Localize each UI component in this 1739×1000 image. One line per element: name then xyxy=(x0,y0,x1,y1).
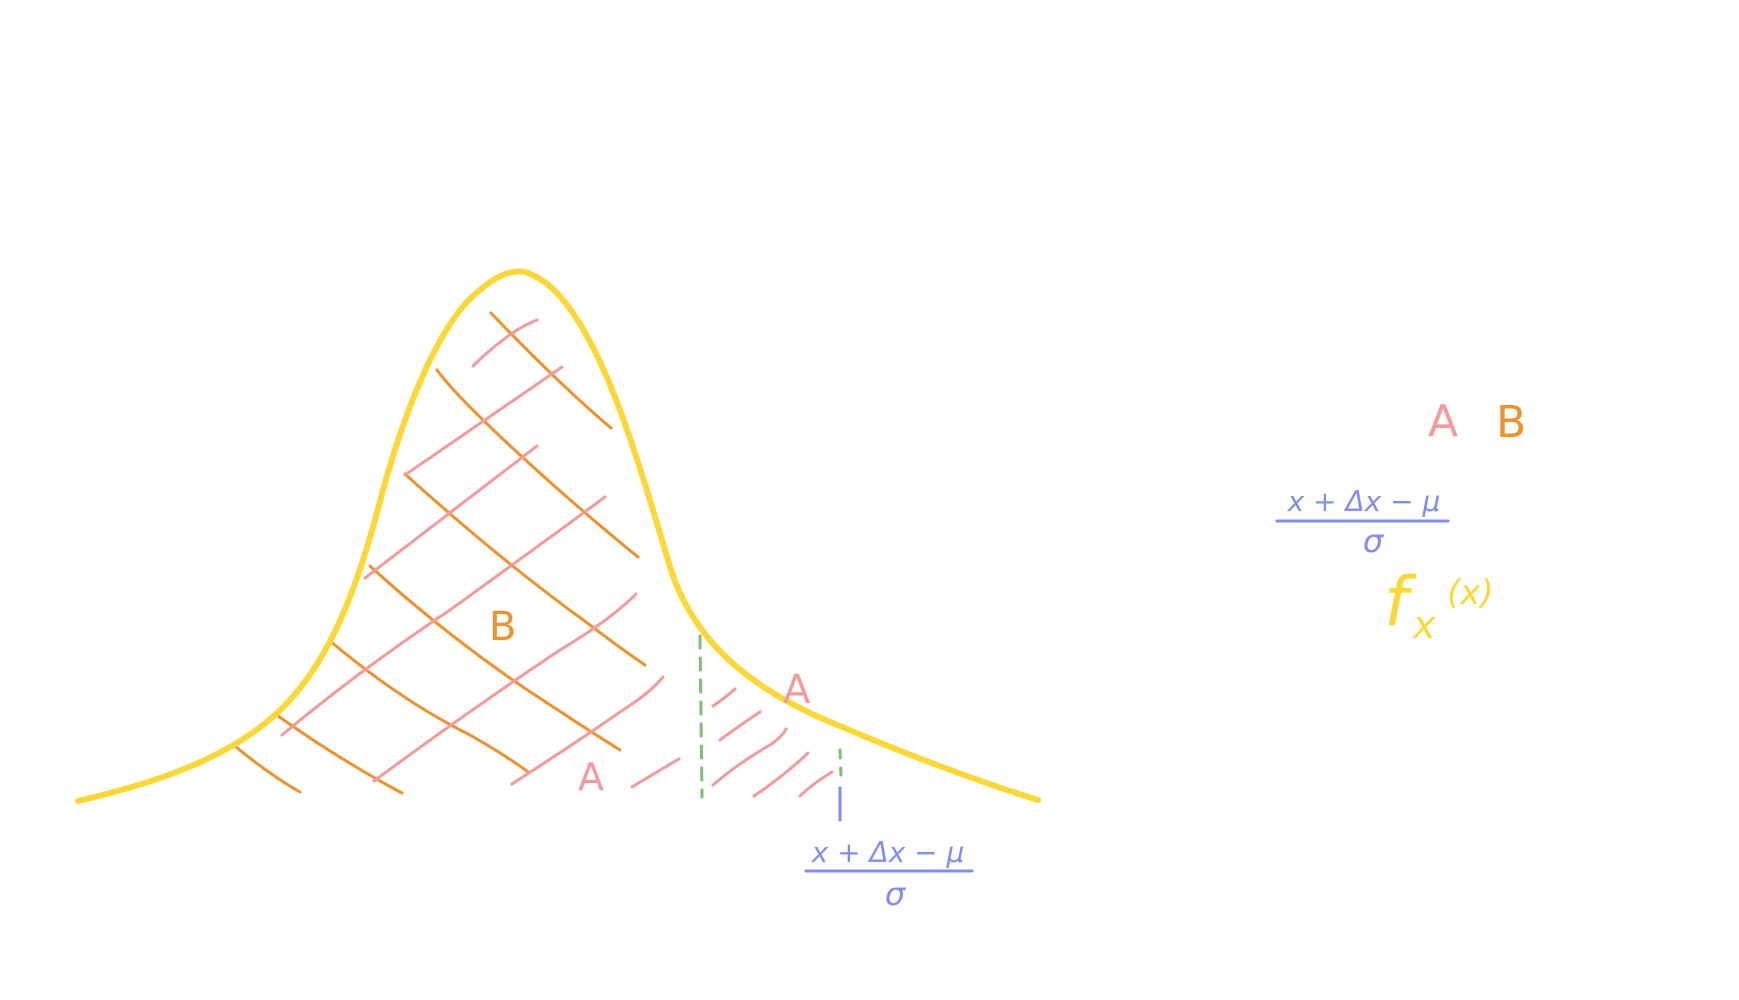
region-a-hatching xyxy=(280,318,834,798)
hatch-a-tail-2 xyxy=(718,710,762,742)
hatch-a-1 xyxy=(471,318,539,368)
hatch-b-7 xyxy=(234,745,302,794)
legend-b: B xyxy=(1496,397,1526,448)
label-b-center: B xyxy=(489,604,516,650)
hatch-a-3 xyxy=(363,444,539,580)
hatch-b-4 xyxy=(368,564,622,752)
hatch-a-6 xyxy=(510,675,665,786)
bell-curve xyxy=(75,268,1041,804)
divider-x xyxy=(698,634,704,799)
hatch-a-tail-5 xyxy=(798,770,834,798)
divider-x-plus-dx xyxy=(838,748,843,777)
hatch-a-2 xyxy=(403,365,564,477)
label-a-lower: A xyxy=(578,755,604,799)
side-formula-numerator: x + Δx − μ xyxy=(1287,485,1441,518)
side-formula: x + Δx − μ σ xyxy=(1275,485,1450,560)
hatch-a-5 xyxy=(372,592,638,783)
hatch-b-2 xyxy=(435,368,640,559)
density-function-label: f x (x) xyxy=(1384,563,1494,647)
hatch-b-5 xyxy=(328,639,530,774)
bottom-formula-numerator: x + Δx − μ xyxy=(811,836,965,869)
legend-a: A xyxy=(1428,396,1458,447)
side-formula-denominator: σ xyxy=(1363,522,1385,560)
function-argument: (x) xyxy=(1447,573,1494,613)
hatch-b-1 xyxy=(489,311,613,430)
hatch-a-4 xyxy=(280,495,607,737)
label-a-tail: A xyxy=(783,667,811,713)
hatch-a-tail-1 xyxy=(711,687,737,708)
hatch-b-6 xyxy=(276,714,404,795)
hatch-a-7 xyxy=(630,757,681,789)
bottom-formula: x + Δx − μ σ xyxy=(804,836,974,913)
hatch-a-tail-4 xyxy=(752,751,810,798)
hatch-b-3 xyxy=(403,472,647,667)
bottom-formula-denominator: σ xyxy=(885,875,907,913)
hatch-a-tail-3 xyxy=(711,727,788,787)
function-subscript: x xyxy=(1412,603,1436,647)
